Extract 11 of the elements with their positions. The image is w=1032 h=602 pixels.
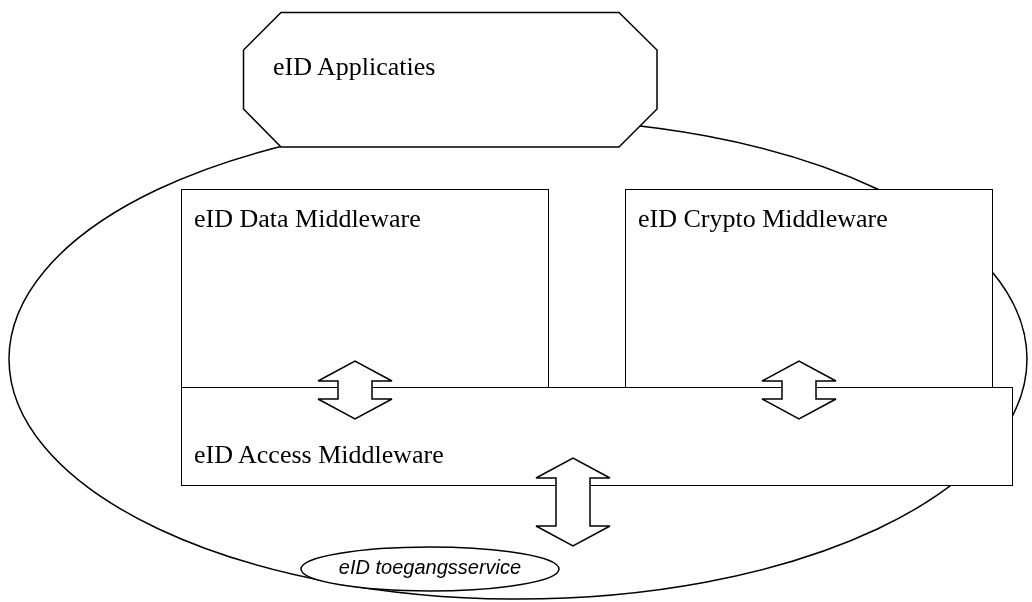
layer-title: eID Crypto Middleware xyxy=(638,204,888,234)
middleware-box xyxy=(625,189,993,389)
layer-title: eID Data Middleware xyxy=(194,204,421,234)
layer-title: eID Applicaties xyxy=(273,52,436,82)
layer-title: eID toegangsservice xyxy=(337,556,523,579)
double-block-arrow xyxy=(317,360,393,420)
middleware-box xyxy=(181,387,1013,486)
double-block-arrow xyxy=(535,457,611,547)
double-block-arrow xyxy=(761,360,837,420)
middleware-box xyxy=(181,189,549,389)
layer-title: eID Access Middleware xyxy=(194,440,444,470)
